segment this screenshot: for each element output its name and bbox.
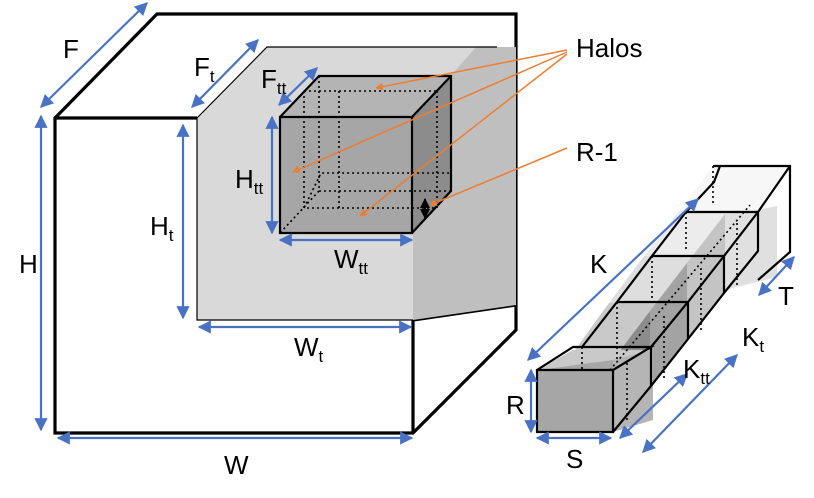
halo-pointers [292,49,568,217]
labels: F Ft Ftt Halos R-1 H Ht Htt Wtt Wt W K T… [19,33,794,480]
filter-stack [535,164,792,434]
filter-side-4 [725,206,777,290]
label-Ftt: Ftt [261,64,287,98]
inner-tile-top-face [280,76,451,117]
label-r1: R-1 [576,137,618,167]
label-Wtt: Wtt [334,244,368,278]
inner-tile-hidden-edges [279,76,451,234]
dim-Ktt-arrow [619,373,688,439]
label-Ft: Ft [194,52,215,86]
label-W: W [224,450,249,480]
dimension-arrows [34,2,414,445]
label-Ktt: Ktt [683,354,710,388]
dim-T-arrow [758,256,795,296]
dim-Ftt-arrow [278,67,318,106]
label-Wt: Wt [294,332,324,366]
filter-dimension-arrows [524,198,795,453]
large-cube-outline [53,12,518,435]
label-Kt: Kt [742,322,764,356]
label-Htt: Htt [235,164,264,198]
filter-front-face [537,360,613,432]
label-Ht: Ht [150,211,174,245]
dim-Ft-arrow [191,39,259,108]
label-H: H [19,249,38,279]
label-K: K [590,249,608,279]
halo-pointer-3 [359,53,568,217]
filter-top-4 [680,166,791,210]
large-cube [53,12,518,435]
halo-pointer-2 [292,51,568,173]
dim-K-arrow [527,198,699,361]
label-T: T [778,281,794,311]
label-F: F [63,34,79,64]
inner-tile-block [278,74,453,235]
label-S: S [566,444,583,474]
label-R: R [506,390,525,420]
dim-F-arrow [40,2,148,108]
inner-tile-front-face [280,117,412,233]
halo-pointer-1 [375,49,568,91]
label-halos: Halos [576,33,642,63]
r1-pointer [429,147,568,206]
